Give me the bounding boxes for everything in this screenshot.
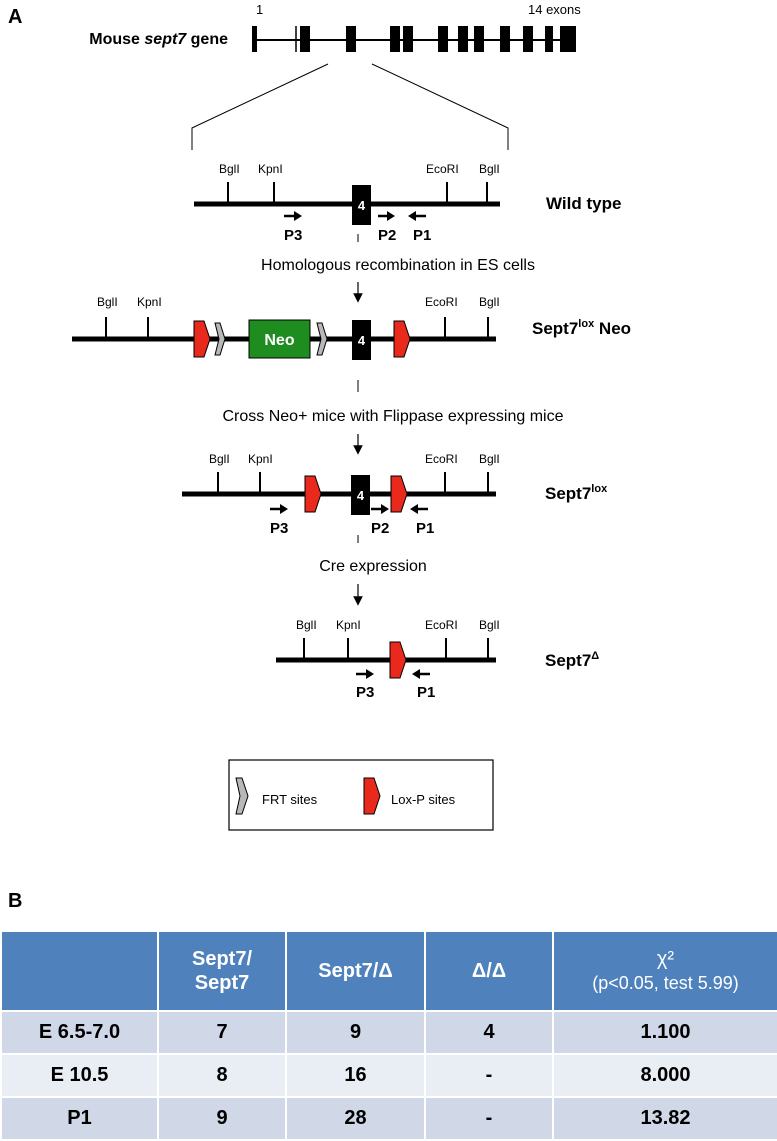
step-2-text: Cross Neo+ mice with Flippase expressing… bbox=[222, 408, 563, 425]
neo-cassette bbox=[248, 319, 311, 359]
gene-exon-map bbox=[252, 26, 576, 52]
table-cell: 1.100 bbox=[552, 1010, 777, 1055]
lox-label: Sept7lox bbox=[545, 483, 608, 503]
table-header-empty bbox=[0, 930, 159, 1012]
loxp-site-icon bbox=[389, 641, 407, 679]
primer-p3-arrow bbox=[284, 211, 302, 221]
step-3-text: Cre expression bbox=[319, 558, 427, 575]
wild-type-allele: 4 bbox=[194, 182, 500, 225]
table-cell-stage: E 10.5 bbox=[0, 1053, 159, 1098]
loxp-site-icon bbox=[304, 475, 322, 513]
table-header-row: Sept7/Sept7 Sept7/Δ Δ/Δ χ²(p<0.05, test … bbox=[0, 930, 777, 1012]
exon4-box bbox=[352, 185, 371, 225]
table-cell-stage: E 6.5-7.0 bbox=[0, 1010, 159, 1055]
site-kpnl-label: KpnI bbox=[137, 295, 162, 309]
table-cell: 9 bbox=[157, 1096, 287, 1141]
table-header-sept7-sept7: Sept7/Sept7 bbox=[157, 930, 287, 1012]
primer-p2-arrow bbox=[371, 504, 389, 514]
wild-type-label: Wild type bbox=[546, 194, 621, 213]
table-cell: - bbox=[424, 1096, 554, 1141]
primer-p3-label: P3 bbox=[284, 227, 302, 244]
lox-neo-allele: Neo 4 bbox=[72, 317, 496, 360]
gene-targeting-diagram: Mouse sept7 gene 1 14 exons 4 BglI KpnI … bbox=[72, 2, 631, 831]
zoom-lines bbox=[191, 63, 509, 150]
panel-b-label: B bbox=[8, 890, 23, 912]
site-ecori-label: EcoRI bbox=[425, 295, 458, 309]
site-bgll-label: BglI bbox=[97, 295, 118, 309]
table-cell: - bbox=[424, 1053, 554, 1098]
delta-allele bbox=[276, 638, 496, 679]
primer-p2-label: P2 bbox=[371, 520, 389, 537]
neo-label: Neo bbox=[264, 332, 294, 349]
primer-p3-arrow bbox=[356, 669, 374, 679]
delta-label: Sept7Δ bbox=[545, 650, 599, 670]
site-bgll-label: BglI bbox=[296, 618, 317, 632]
table-cell: 4 bbox=[424, 1010, 554, 1055]
lox-neo-label: Sept7lox Neo bbox=[532, 318, 631, 338]
site-bgll-label: BglI bbox=[219, 162, 240, 176]
exon4-box bbox=[351, 475, 370, 515]
primer-p1-arrow bbox=[412, 669, 430, 679]
table-cell: 9 bbox=[285, 1010, 426, 1055]
primer-p1-label: P1 bbox=[417, 684, 435, 701]
site-bgll-label: BglI bbox=[479, 295, 500, 309]
table-cell: 16 bbox=[285, 1053, 426, 1098]
legend-loxp-label: Lox-P sites bbox=[391, 792, 456, 807]
table-header-chi-square: χ²(p<0.05, test 5.99) bbox=[552, 930, 777, 1012]
site-kpnl-label: KpnI bbox=[258, 162, 283, 176]
loxp-site-icon bbox=[193, 320, 211, 358]
exon4-label: 4 bbox=[357, 488, 365, 503]
loxp-site-icon bbox=[363, 777, 381, 815]
table-cell: 8 bbox=[157, 1053, 287, 1098]
frt-site-icon bbox=[235, 777, 249, 815]
exon4-box bbox=[352, 320, 371, 360]
exon-start-label: 1 bbox=[256, 2, 263, 17]
site-ecori-label: EcoRI bbox=[425, 452, 458, 466]
panel-a-label: A bbox=[8, 6, 23, 28]
frt-site-icon bbox=[214, 322, 226, 356]
table-cell-stage: P1 bbox=[0, 1096, 159, 1141]
loxp-site-icon bbox=[390, 475, 408, 513]
primer-p3-label: P3 bbox=[356, 684, 374, 701]
primer-p1-label: P1 bbox=[413, 227, 431, 244]
site-ecori-label: EcoRI bbox=[425, 618, 458, 632]
table-cell: 7 bbox=[157, 1010, 287, 1055]
table-header-delta-delta: Δ/Δ bbox=[424, 930, 554, 1012]
table-row: P1 9 28 - 13.82 bbox=[0, 1096, 777, 1141]
primer-p2-label: P2 bbox=[378, 227, 396, 244]
site-bgll-label: BglI bbox=[209, 452, 230, 466]
lox-allele: 4 bbox=[182, 472, 496, 515]
primer-p1-arrow bbox=[410, 504, 428, 514]
site-kpnl-label: KpnI bbox=[248, 452, 273, 466]
gene-label: Mouse sept7 gene bbox=[89, 31, 228, 48]
frt-site-icon bbox=[316, 322, 328, 356]
table-cell: 13.82 bbox=[552, 1096, 777, 1141]
step-1-text: Homologous recombination in ES cells bbox=[261, 257, 535, 274]
table-row: E 6.5-7.0 7 9 4 1.100 bbox=[0, 1010, 777, 1055]
site-bgll-label: BglI bbox=[479, 162, 500, 176]
table-row: E 10.5 8 16 - 8.000 bbox=[0, 1053, 777, 1098]
table-cell: 8.000 bbox=[552, 1053, 777, 1098]
table-cell: 28 bbox=[285, 1096, 426, 1141]
primer-p1-arrow bbox=[408, 211, 426, 221]
site-kpnl-label: KpnI bbox=[336, 618, 361, 632]
loxp-site-icon bbox=[393, 320, 411, 358]
primer-p3-arrow bbox=[270, 504, 288, 514]
exon4-label: 4 bbox=[358, 333, 366, 348]
site-ecori-label: EcoRI bbox=[426, 162, 459, 176]
table-header-sept7-delta: Sept7/Δ bbox=[285, 930, 426, 1012]
legend-frt-label: FRT sites bbox=[262, 792, 318, 807]
primer-p2-arrow bbox=[378, 211, 395, 221]
primer-p3-label: P3 bbox=[270, 520, 288, 537]
primer-p1-label: P1 bbox=[416, 520, 434, 537]
site-bgll-label: BglI bbox=[479, 618, 500, 632]
legend-box: FRT sites Lox-P sites bbox=[228, 759, 494, 831]
genotype-table: Sept7/Sept7 Sept7/Δ Δ/Δ χ²(p<0.05, test … bbox=[0, 930, 777, 1141]
site-bgll-label: BglI bbox=[479, 452, 500, 466]
exon-count-label: 14 exons bbox=[528, 2, 581, 17]
exon4-label: 4 bbox=[358, 198, 366, 213]
